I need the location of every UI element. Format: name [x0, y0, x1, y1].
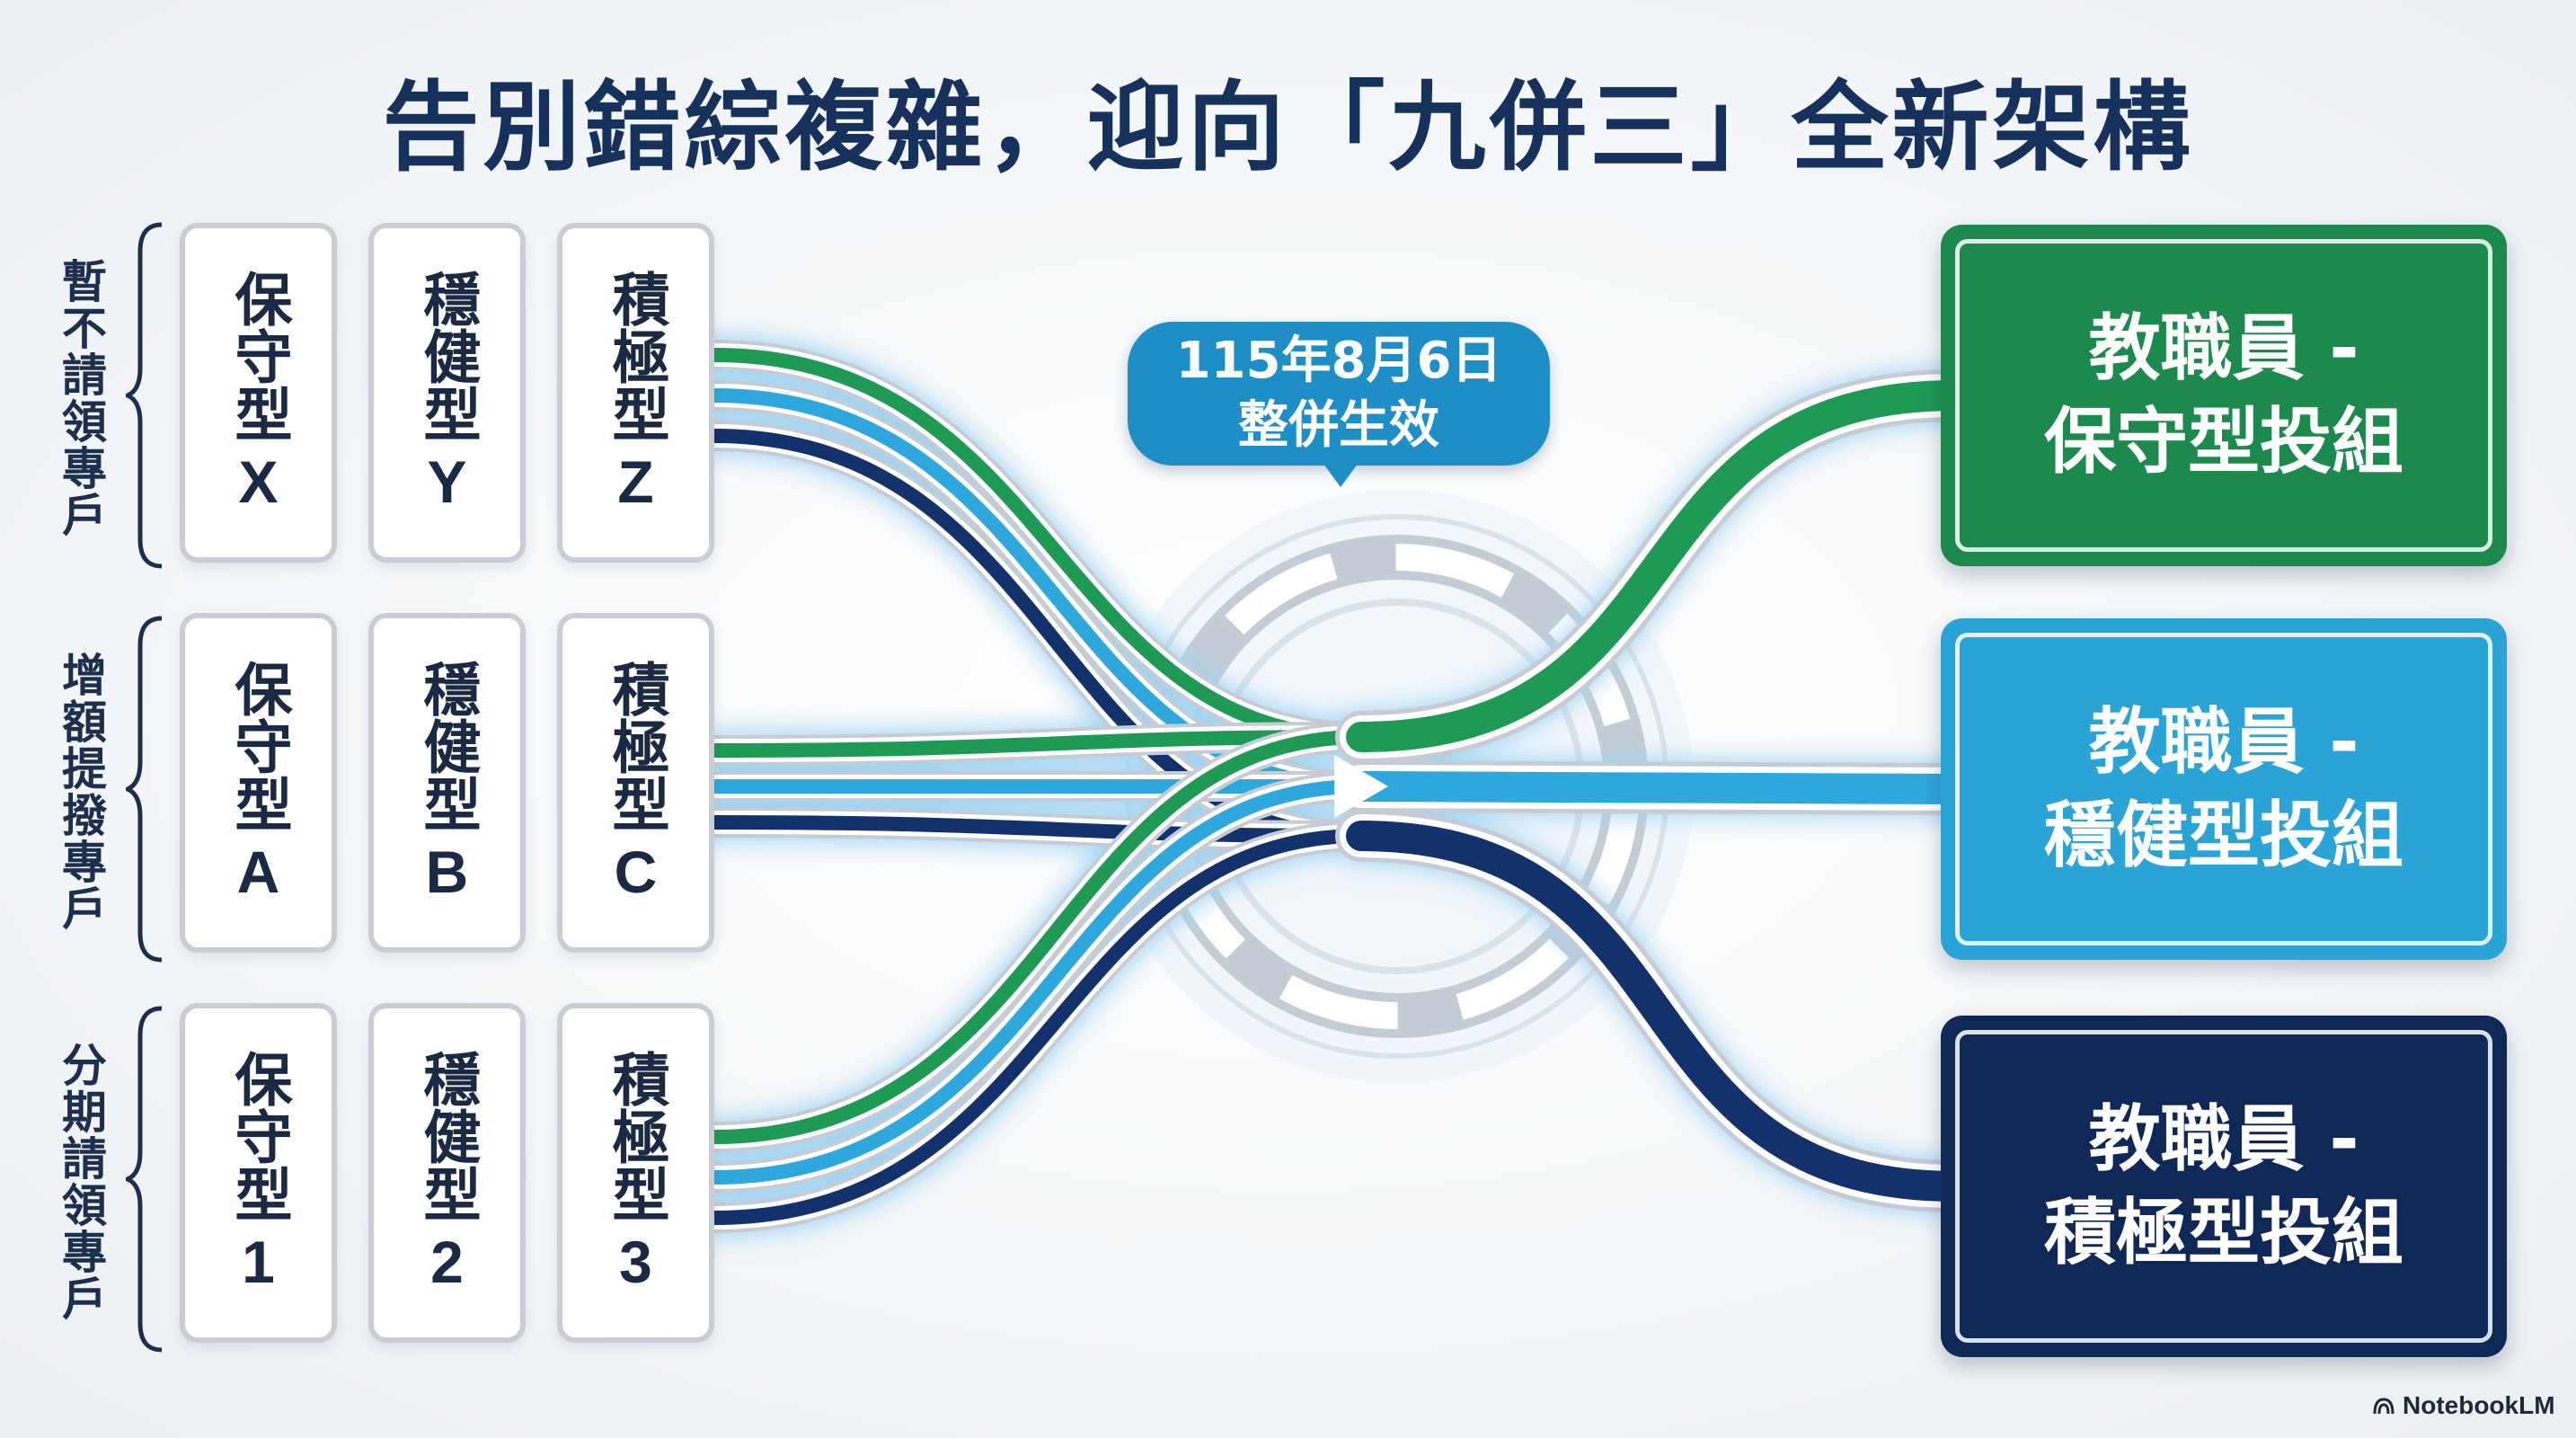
- target-line1: 教職員 -: [2088, 306, 2359, 390]
- fund-name: 保守型: [225, 1050, 292, 1222]
- source-ribbon-conservative: [707, 730, 1368, 758]
- fund-name: 積極型: [602, 270, 669, 442]
- page-title: 告別錯綜複雜，迎向「九併三」全新架構: [382, 72, 2194, 184]
- notebooklm-icon: [2373, 1398, 2395, 1415]
- target-line2: 積極型投組: [2044, 1191, 2403, 1274]
- fund-name: 穩健型: [413, 1050, 481, 1222]
- effective-date-callout: 115年8月6日 整併生效: [1128, 322, 1550, 466]
- fund-code: 1: [242, 1229, 275, 1295]
- fund-name: 保守型: [225, 660, 292, 832]
- target-line2: 保守型投組: [2044, 400, 2403, 484]
- source-ribbon-aggressive: [707, 815, 1368, 843]
- callout-date: 115年8月6日: [1175, 332, 1502, 390]
- callout-text: 整併生效: [1238, 396, 1439, 455]
- target-aggressive-portfolio: 教職員 - 積極型投組: [1941, 1016, 2507, 1357]
- target-line1: 教職員 -: [2088, 700, 2359, 784]
- logo-text: NotebookLM: [2403, 1391, 2555, 1419]
- group-label-installment: 分期請領專戶: [55, 1041, 107, 1322]
- source-ribbon-aggressive: [707, 829, 1368, 1225]
- fund-name: 穩健型: [413, 660, 481, 832]
- fund-code: 3: [619, 1229, 652, 1295]
- fund-code: B: [425, 839, 469, 905]
- fund-code: X: [238, 448, 279, 515]
- fund-box-aggressive-z: 積極型 Z: [557, 223, 714, 563]
- group-label-defer: 暫不請領專戶: [55, 257, 107, 538]
- source-ribbon-conservative: [707, 348, 1368, 744]
- fund-box-conservative-x: 保守型 X: [180, 223, 337, 563]
- fund-box-conservative-a: 保守型 A: [180, 613, 337, 953]
- group-braces: [126, 222, 163, 1353]
- fund-code: A: [236, 839, 280, 905]
- output-ribbon-conservative: [1346, 380, 1970, 752]
- fund-box-aggressive-c: 積極型 C: [557, 613, 714, 953]
- target-conservative-portfolio: 教職員 - 保守型投組: [1941, 225, 2507, 566]
- fund-name: 積極型: [602, 660, 669, 832]
- fund-box-balanced-b: 穩健型 B: [368, 613, 526, 953]
- fund-name: 積極型: [602, 1050, 669, 1222]
- fund-box-conservative-1: 保守型 1: [180, 1003, 337, 1343]
- merge-arrow-icon: [1334, 755, 1388, 818]
- notebooklm-logo: NotebookLM: [2372, 1391, 2555, 1420]
- fund-box-aggressive-3: 積極型 3: [557, 1003, 714, 1343]
- source-ribbon-balanced: [707, 779, 1368, 1185]
- fund-code: Z: [617, 448, 654, 515]
- source-ribbon-conservative: [707, 730, 1368, 1144]
- fund-code: 2: [430, 1229, 464, 1295]
- fund-box-balanced-2: 穩健型 2: [368, 1003, 526, 1343]
- fund-name: 穩健型: [413, 270, 481, 442]
- fund-code: C: [614, 839, 658, 905]
- target-line1: 教職員 -: [2088, 1097, 2359, 1181]
- fund-code: Y: [427, 448, 467, 515]
- output-ribbon-balanced: [1346, 771, 1970, 804]
- group-label-extra-contribution: 增額提撥專戶: [55, 651, 107, 932]
- target-balanced-portfolio: 教職員 - 穩健型投組: [1941, 618, 2507, 960]
- callout-pointer: [1321, 460, 1360, 487]
- fund-box-balanced-y: 穩健型 Y: [368, 223, 526, 563]
- target-line2: 穩健型投組: [2044, 794, 2403, 877]
- output-ribbon-aggressive: [1346, 821, 1970, 1202]
- fund-name: 保守型: [225, 270, 292, 442]
